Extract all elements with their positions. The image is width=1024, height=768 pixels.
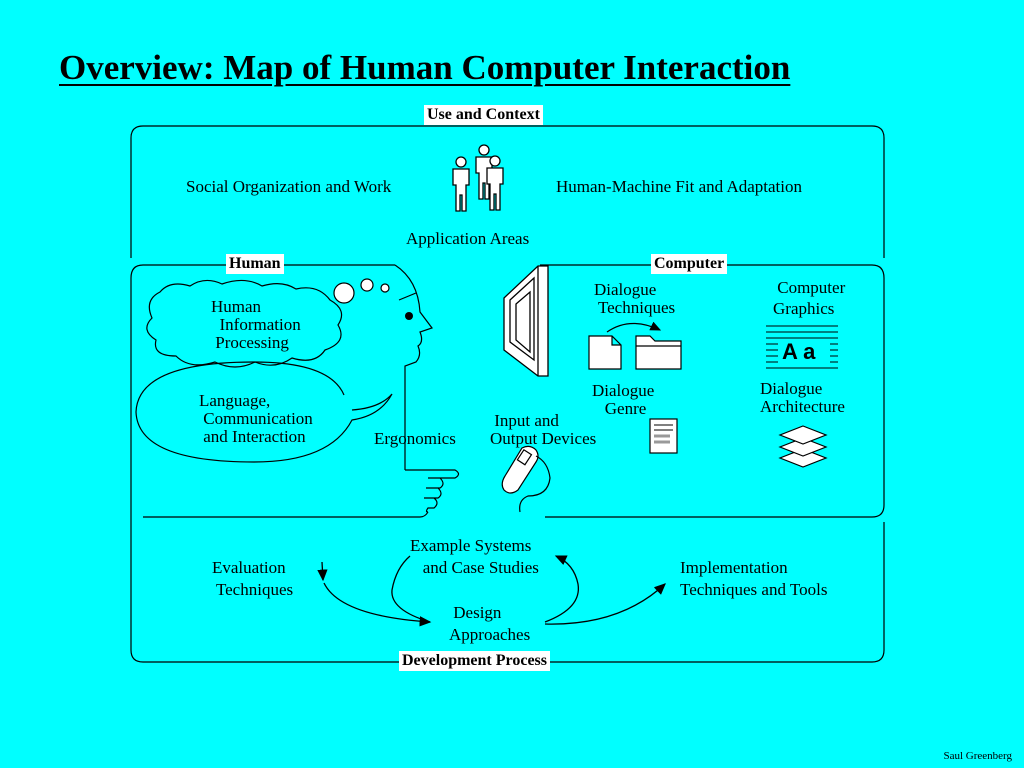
head-profile-icon: [394, 264, 433, 470]
arrow-eval-design: [323, 582, 432, 627]
people-icon: [452, 144, 504, 212]
design-approaches-text: Design Approaches: [449, 603, 531, 644]
computer-label: Computer: [651, 254, 728, 274]
arrow-examples-loop: [544, 555, 580, 623]
io-devices-text: Input and Output Devices: [490, 411, 597, 448]
social-organization-text: Social Organization and Work: [186, 177, 392, 196]
example-systems-text: Example Systems and Case Studies: [410, 536, 539, 577]
dialogue-arrow: [606, 321, 662, 333]
speech-bubble: [135, 361, 393, 463]
hand-icon: [405, 469, 460, 513]
mouse-icon: [501, 445, 551, 513]
human-information-processing-text: Human Information Processing: [211, 297, 301, 352]
form-page-icon: [649, 418, 678, 454]
eye-icon: [405, 312, 413, 320]
development-label: Development Process: [399, 651, 550, 671]
author-credit: Saul Greenberg: [943, 750, 1012, 762]
page-title: Overview: Map of Human Computer Interact…: [59, 48, 791, 87]
graphics-sample-text: A a: [782, 339, 816, 364]
human-label: Human: [226, 254, 284, 274]
dialogue-techniques-text: Dialogue Techniques: [594, 280, 676, 317]
cloud-shape: [146, 279, 343, 368]
human-machine-fit-text: Human-Machine Fit and Adaptation: [556, 177, 802, 196]
ergonomics-text: Ergonomics: [374, 429, 456, 448]
dialogue-architecture-text: Dialogue Architecture: [760, 379, 845, 416]
computer-frame: [540, 264, 885, 518]
arrow-eval-down: [317, 561, 328, 582]
dialogue-genre-text: Dialogue Genre: [592, 381, 655, 418]
implementation-text: Implementation Techniques and Tools: [680, 558, 828, 599]
application-areas-text: Application Areas: [406, 229, 530, 248]
use-context-frame: [130, 125, 885, 258]
human-frame: [130, 264, 395, 520]
layers-icon: [778, 425, 828, 468]
arrow-design-impl: [544, 583, 666, 625]
language-communication-text: Language, Communication and Interaction: [199, 391, 313, 446]
use-context-label: Use and Context: [424, 105, 543, 125]
evaluation-techniques-text: Evaluation Techniques: [212, 558, 294, 599]
monitor-icon: [503, 265, 549, 377]
computer-graphics-text: Computer Graphics: [773, 278, 846, 318]
arrow-design-loop: [391, 555, 431, 623]
document-icon: [588, 335, 622, 370]
folder-icon: [635, 335, 682, 370]
